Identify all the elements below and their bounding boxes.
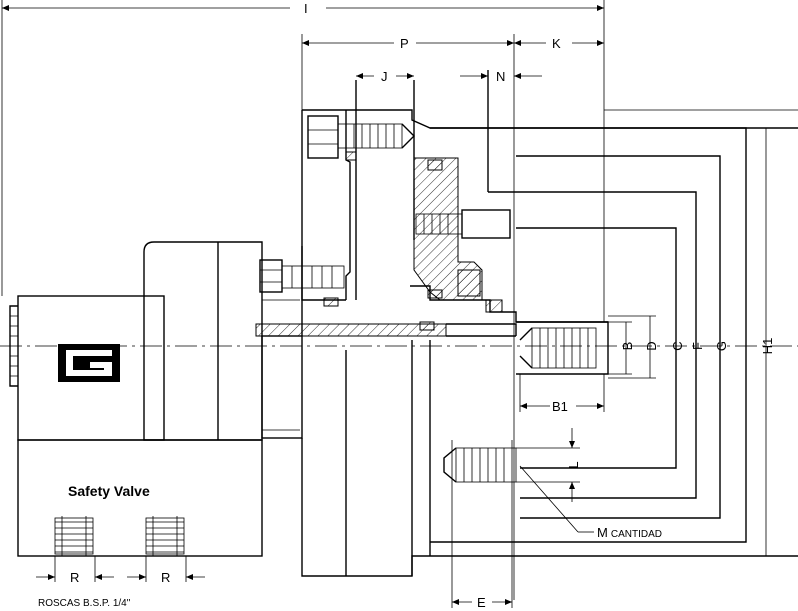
svg-text:L: L — [566, 461, 581, 468]
piston-bolt — [415, 209, 511, 239]
dimension-r-left: R — [36, 556, 114, 585]
svg-text:H1: H1 — [760, 338, 775, 355]
dimension-j: J — [356, 69, 414, 84]
dimension-p: P — [301, 34, 515, 600]
dimension-d: D — [608, 315, 659, 379]
svg-text:B1: B1 — [552, 399, 568, 414]
dimension-h1: H1 — [745, 127, 798, 556]
svg-text:G: G — [714, 341, 729, 351]
svg-text:P: P — [400, 36, 409, 51]
svg-text:I: I — [304, 1, 308, 16]
dimension-b: B — [608, 321, 635, 375]
dimension-n: N — [460, 69, 542, 84]
safety-valve-label: Safety Valve — [68, 483, 150, 499]
middle-bolt — [259, 259, 345, 293]
svg-text:R: R — [161, 570, 170, 585]
svg-text:D: D — [644, 341, 659, 350]
g-logo-icon — [58, 344, 120, 382]
svg-text:C: C — [670, 341, 685, 350]
safety-valve-block — [9, 241, 303, 557]
dimension-i: I — [1, 0, 605, 322]
dimension-e: E — [451, 440, 513, 610]
threaded-port-left — [54, 516, 94, 556]
threaded-bore — [516, 321, 609, 375]
svg-text:J: J — [381, 69, 388, 84]
dimension-l: L — [516, 428, 581, 502]
dimension-r-right: R — [127, 556, 205, 585]
dimension-f: F — [690, 192, 705, 498]
top-bolt — [307, 115, 415, 159]
shaft-section — [255, 269, 608, 337]
threaded-port-right — [145, 516, 185, 556]
dimension-g: G — [714, 156, 729, 518]
svg-text:N: N — [496, 69, 505, 84]
svg-text:E: E — [477, 595, 486, 610]
lower-threaded-bolt — [443, 447, 517, 483]
svg-text:K: K — [552, 36, 561, 51]
main-housing — [301, 70, 798, 577]
dimension-b1: B1 — [519, 374, 605, 414]
svg-text:F: F — [690, 342, 705, 350]
dimension-c: C — [670, 228, 685, 468]
svg-text:R: R — [70, 570, 79, 585]
threads-note: ROSCAS B.S.P. 1/4" — [38, 598, 131, 609]
svg-text:B: B — [620, 342, 635, 351]
dimension-k: K — [514, 36, 604, 51]
